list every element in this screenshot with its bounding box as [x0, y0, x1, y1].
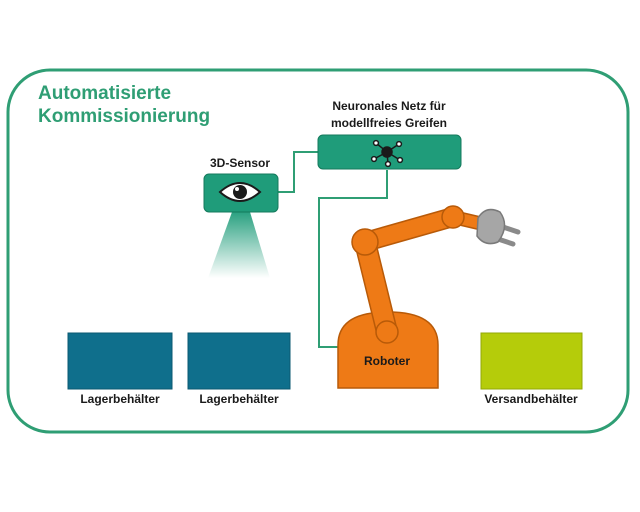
diagram-title-line2: Kommissionierung [38, 106, 210, 127]
storage-bin-2 [187, 332, 291, 390]
base-joint [375, 320, 399, 344]
storage-bin-2-label: Lagerbehälter [199, 392, 279, 406]
storage-bin-1-label: Lagerbehälter [80, 392, 160, 406]
neural-network-box [317, 134, 462, 170]
network-label-line1: Neuronales Netz für [332, 99, 446, 113]
network-label-line2: modellfreies Greifen [331, 116, 447, 130]
sensor-network-connector [278, 151, 318, 193]
elbow-joint [351, 228, 379, 256]
storage-bin-1 [67, 332, 173, 390]
robot-arm [337, 205, 521, 389]
network-robot-connector [318, 170, 388, 348]
diagram-title-line1: Automatisierte [38, 83, 171, 104]
sensor-box [203, 173, 279, 213]
wrist-joint [441, 205, 465, 229]
robot-label: Roboter [364, 354, 410, 368]
shipping-bin [480, 332, 583, 390]
sensor-label: 3D-Sensor [210, 156, 270, 170]
neural-network-icon [370, 139, 404, 168]
shipping-bin-label: Versandbehälter [484, 392, 578, 406]
eye-icon [218, 182, 262, 202]
sensor-beam [208, 212, 270, 278]
robot-gripper [476, 208, 521, 247]
